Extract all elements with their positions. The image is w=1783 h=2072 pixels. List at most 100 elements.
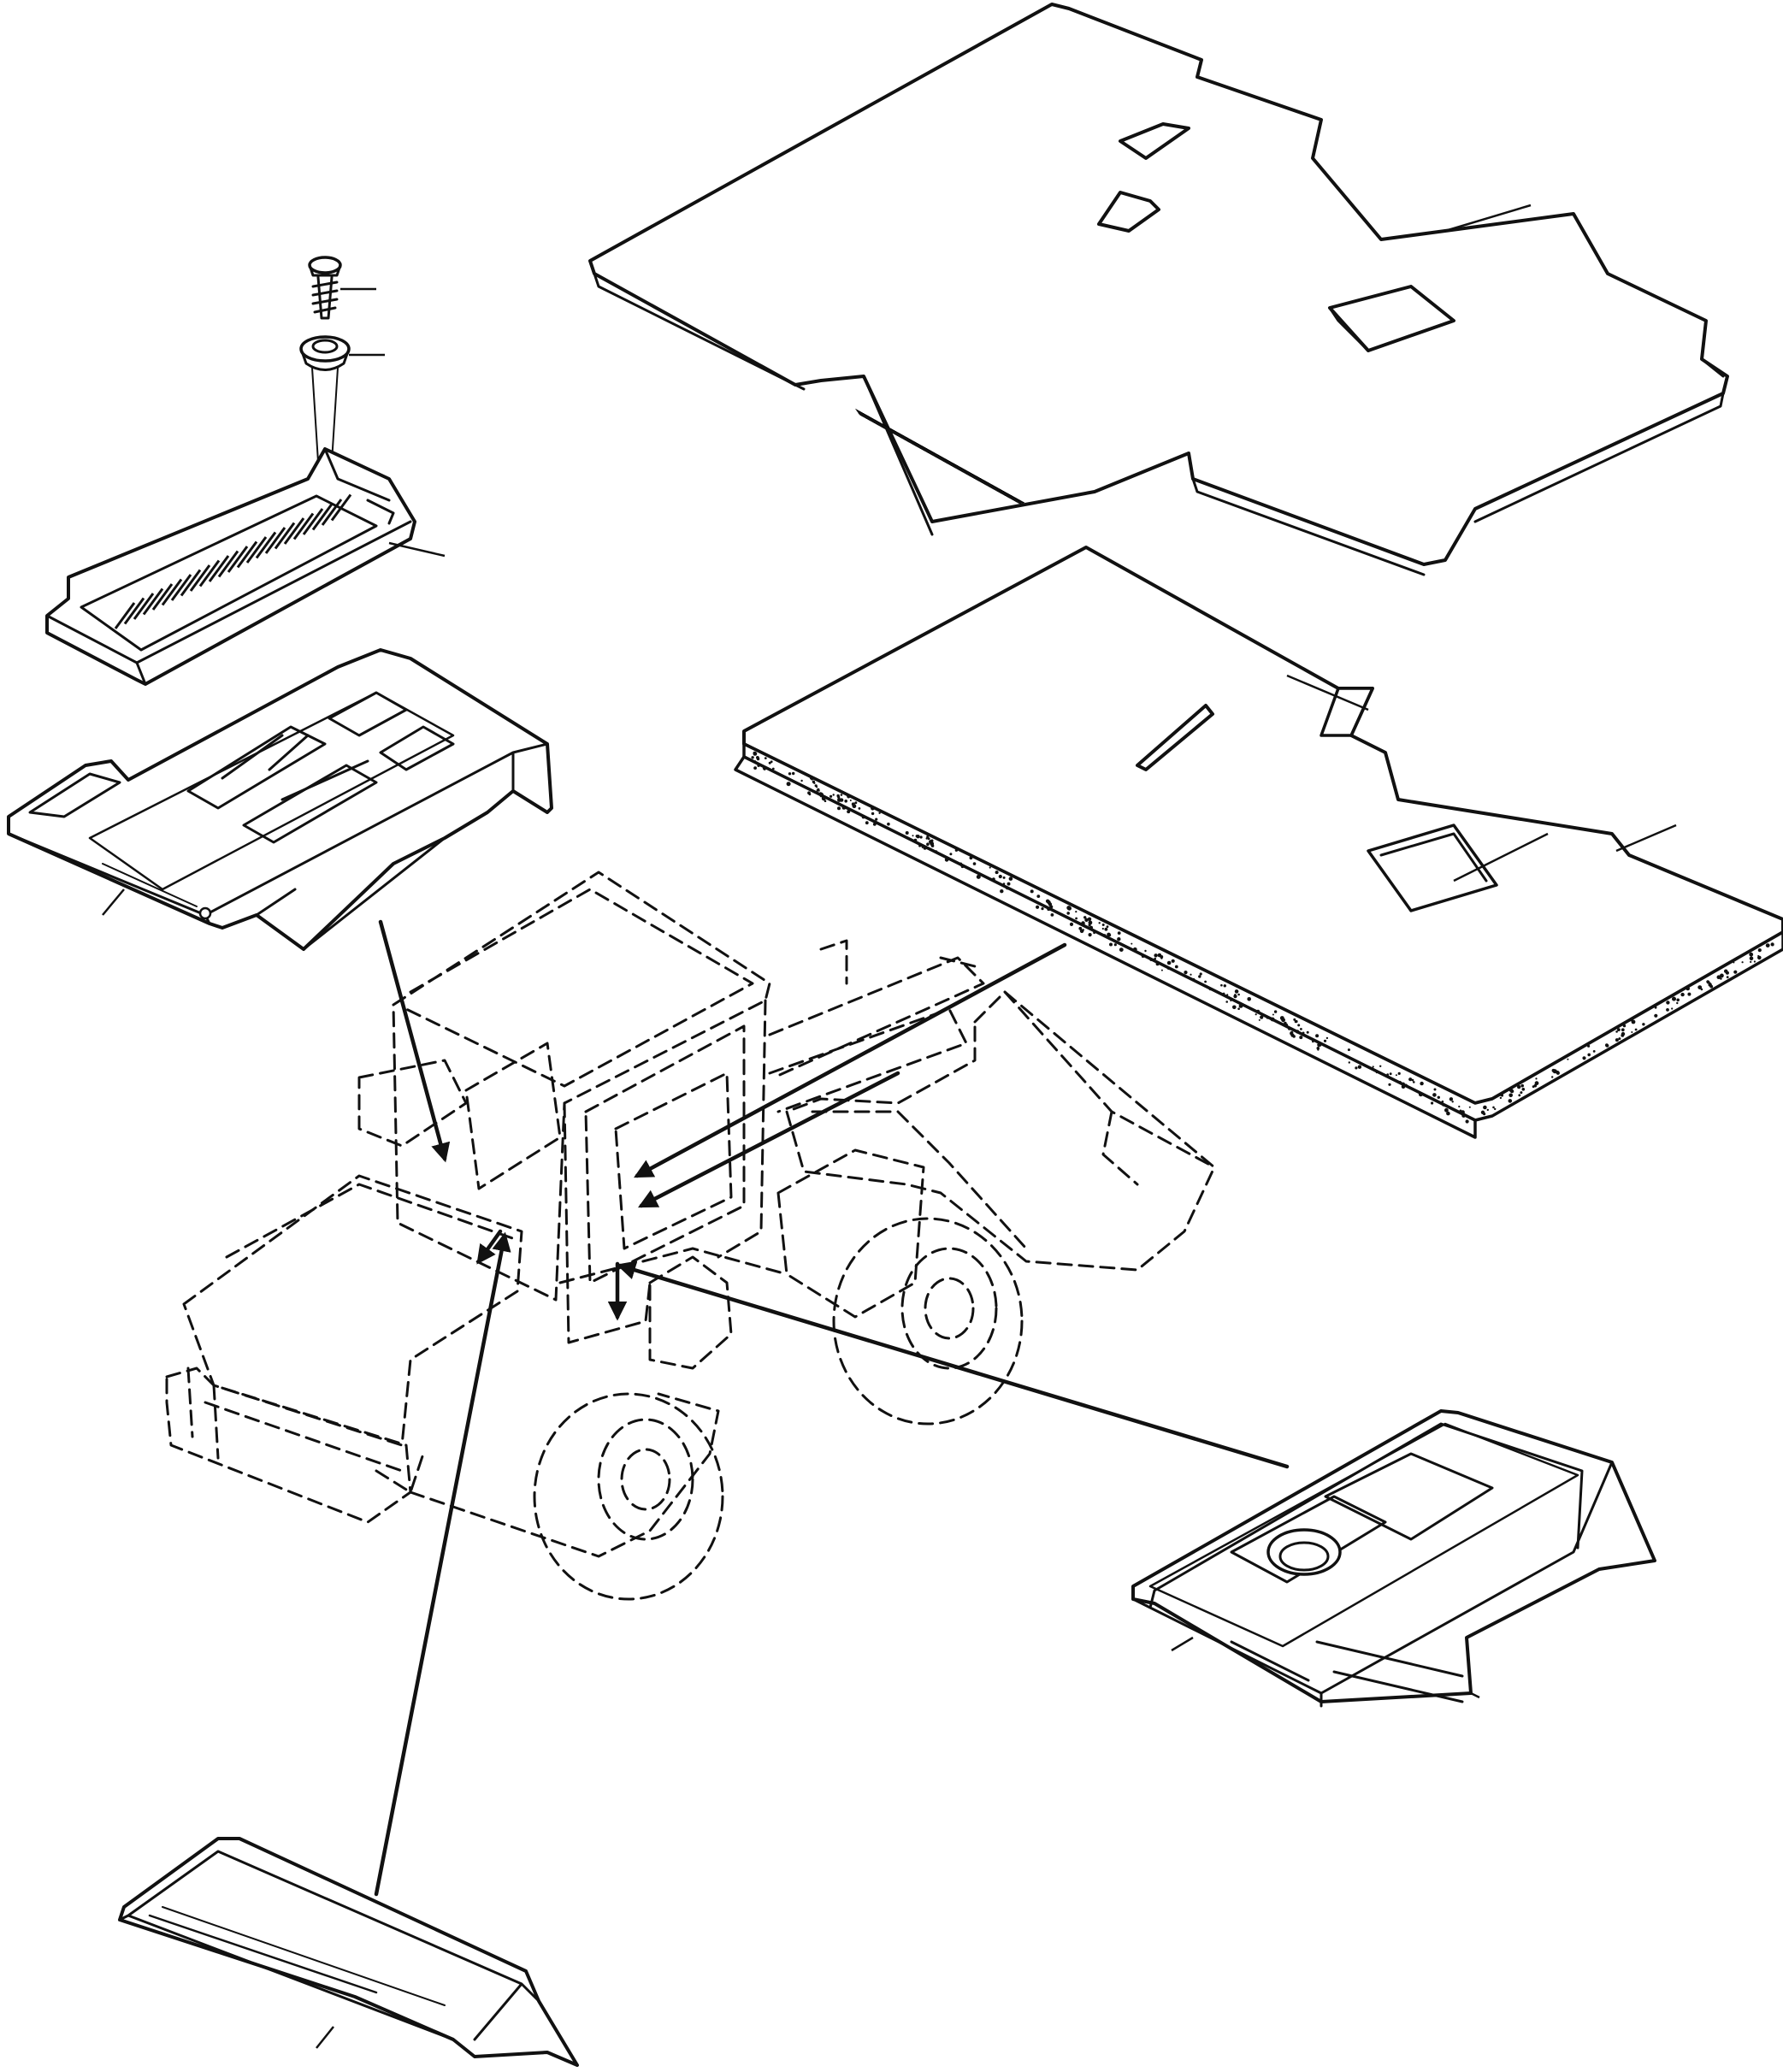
foam-dot <box>1083 916 1087 919</box>
foam-dot <box>764 757 767 759</box>
grommet <box>299 335 351 371</box>
foam-dot <box>1237 1007 1240 1010</box>
foam-dot <box>1355 1066 1358 1070</box>
foam-dot <box>972 862 977 865</box>
foam-dot <box>1317 1042 1321 1048</box>
foam-dot <box>1687 992 1691 996</box>
foam-dot <box>771 767 775 770</box>
foam-dot <box>871 812 875 816</box>
grille-slat <box>283 517 305 545</box>
foam-dot <box>1618 1037 1621 1041</box>
foam-dot <box>1255 1009 1260 1014</box>
foam-dot <box>1556 1071 1560 1075</box>
grille-slat <box>330 493 352 522</box>
foam-dot <box>1006 886 1009 890</box>
foam-dot <box>913 838 918 842</box>
grille-slat <box>236 540 258 569</box>
foam-dot <box>1107 933 1112 937</box>
foam-dot <box>770 760 773 764</box>
foam-dot <box>1389 1072 1392 1076</box>
foam-dot <box>1284 1023 1289 1027</box>
foam-dot <box>1144 949 1147 953</box>
foam-dot <box>1404 1083 1408 1087</box>
grille-slat <box>114 602 136 629</box>
foam-dot <box>1375 1071 1378 1074</box>
grille-slat <box>180 569 202 597</box>
foam-dot <box>1634 1028 1638 1031</box>
grille-slat <box>302 508 324 535</box>
arrow-step-tip <box>476 1229 503 1265</box>
foam-dot <box>1117 931 1121 935</box>
foam-dot <box>1066 906 1072 911</box>
foam-dot <box>1551 1068 1556 1072</box>
screw-axis <box>311 367 339 463</box>
foam-dot <box>1765 943 1770 947</box>
foam-dot <box>1131 942 1133 945</box>
foam-dot <box>1166 960 1172 965</box>
foam-dot <box>1726 976 1729 979</box>
foam-dot <box>1066 912 1070 915</box>
foam-dot <box>1082 929 1085 931</box>
foam-dot <box>1317 1048 1320 1051</box>
foam-dot <box>1106 925 1109 928</box>
foam-dot <box>1418 1092 1423 1097</box>
foam-dot <box>1617 1028 1621 1031</box>
foam-dot <box>1357 1065 1362 1069</box>
foam-dot <box>1300 1028 1302 1030</box>
foam-dot <box>1190 973 1192 976</box>
foam-dot <box>877 823 880 825</box>
foam-dot <box>1088 920 1093 925</box>
foam-dot <box>1654 1006 1657 1009</box>
foam-dot <box>800 779 803 782</box>
foam-dot <box>1288 1027 1291 1030</box>
foam-dot <box>1141 954 1145 958</box>
arrow-left-panel <box>378 919 451 1163</box>
foam-dot <box>1347 1048 1350 1052</box>
foam-dot <box>1119 947 1124 952</box>
grille-slat <box>142 587 164 616</box>
grille-slat <box>255 531 277 559</box>
foam-dot <box>1460 1110 1465 1115</box>
foam-dot <box>1642 1023 1645 1026</box>
foam-dot <box>1192 977 1196 980</box>
foam-dot <box>1157 953 1162 958</box>
foam-dot <box>1631 1019 1636 1024</box>
foam-dot <box>989 866 991 869</box>
foam-dot <box>792 771 795 776</box>
screw <box>308 256 342 320</box>
foam-dot <box>1306 1030 1309 1034</box>
foam-dot <box>905 831 909 835</box>
foam-dot <box>1132 947 1137 952</box>
foam-dot <box>1002 883 1006 885</box>
foam-dot <box>995 871 999 875</box>
foam-dot <box>1109 942 1113 947</box>
foam-dot <box>1411 1078 1414 1082</box>
arrow-front-step <box>374 1231 511 1897</box>
foam-dot <box>1733 961 1735 964</box>
foam-dot <box>930 839 934 842</box>
grille-slat <box>264 527 286 554</box>
foam-dot <box>1258 1018 1260 1021</box>
foam-dot <box>813 782 816 784</box>
foam-dot <box>1008 877 1013 881</box>
foam-dot <box>1002 876 1006 879</box>
foam-dot <box>1582 1056 1586 1060</box>
foam-dot <box>1247 997 1251 1001</box>
foam-dot <box>1041 907 1044 911</box>
foam-dot <box>1433 1088 1437 1091</box>
foam-dot <box>1521 1088 1526 1091</box>
foam-dot <box>919 835 923 839</box>
foam-dot <box>1149 958 1153 961</box>
foam-dot <box>1372 1066 1374 1068</box>
foam-dot <box>930 841 935 847</box>
foam-dot <box>844 800 847 803</box>
foam-dot <box>1431 1101 1434 1105</box>
foam-dot <box>1111 939 1114 942</box>
foam-dot <box>1449 1097 1454 1101</box>
foam-dot <box>974 870 977 872</box>
leader-front-step <box>316 2026 334 2049</box>
foam-dot <box>861 815 865 819</box>
foam-dot <box>1605 1044 1609 1048</box>
foam-dot <box>1587 1044 1591 1048</box>
foam-dot <box>976 874 981 879</box>
